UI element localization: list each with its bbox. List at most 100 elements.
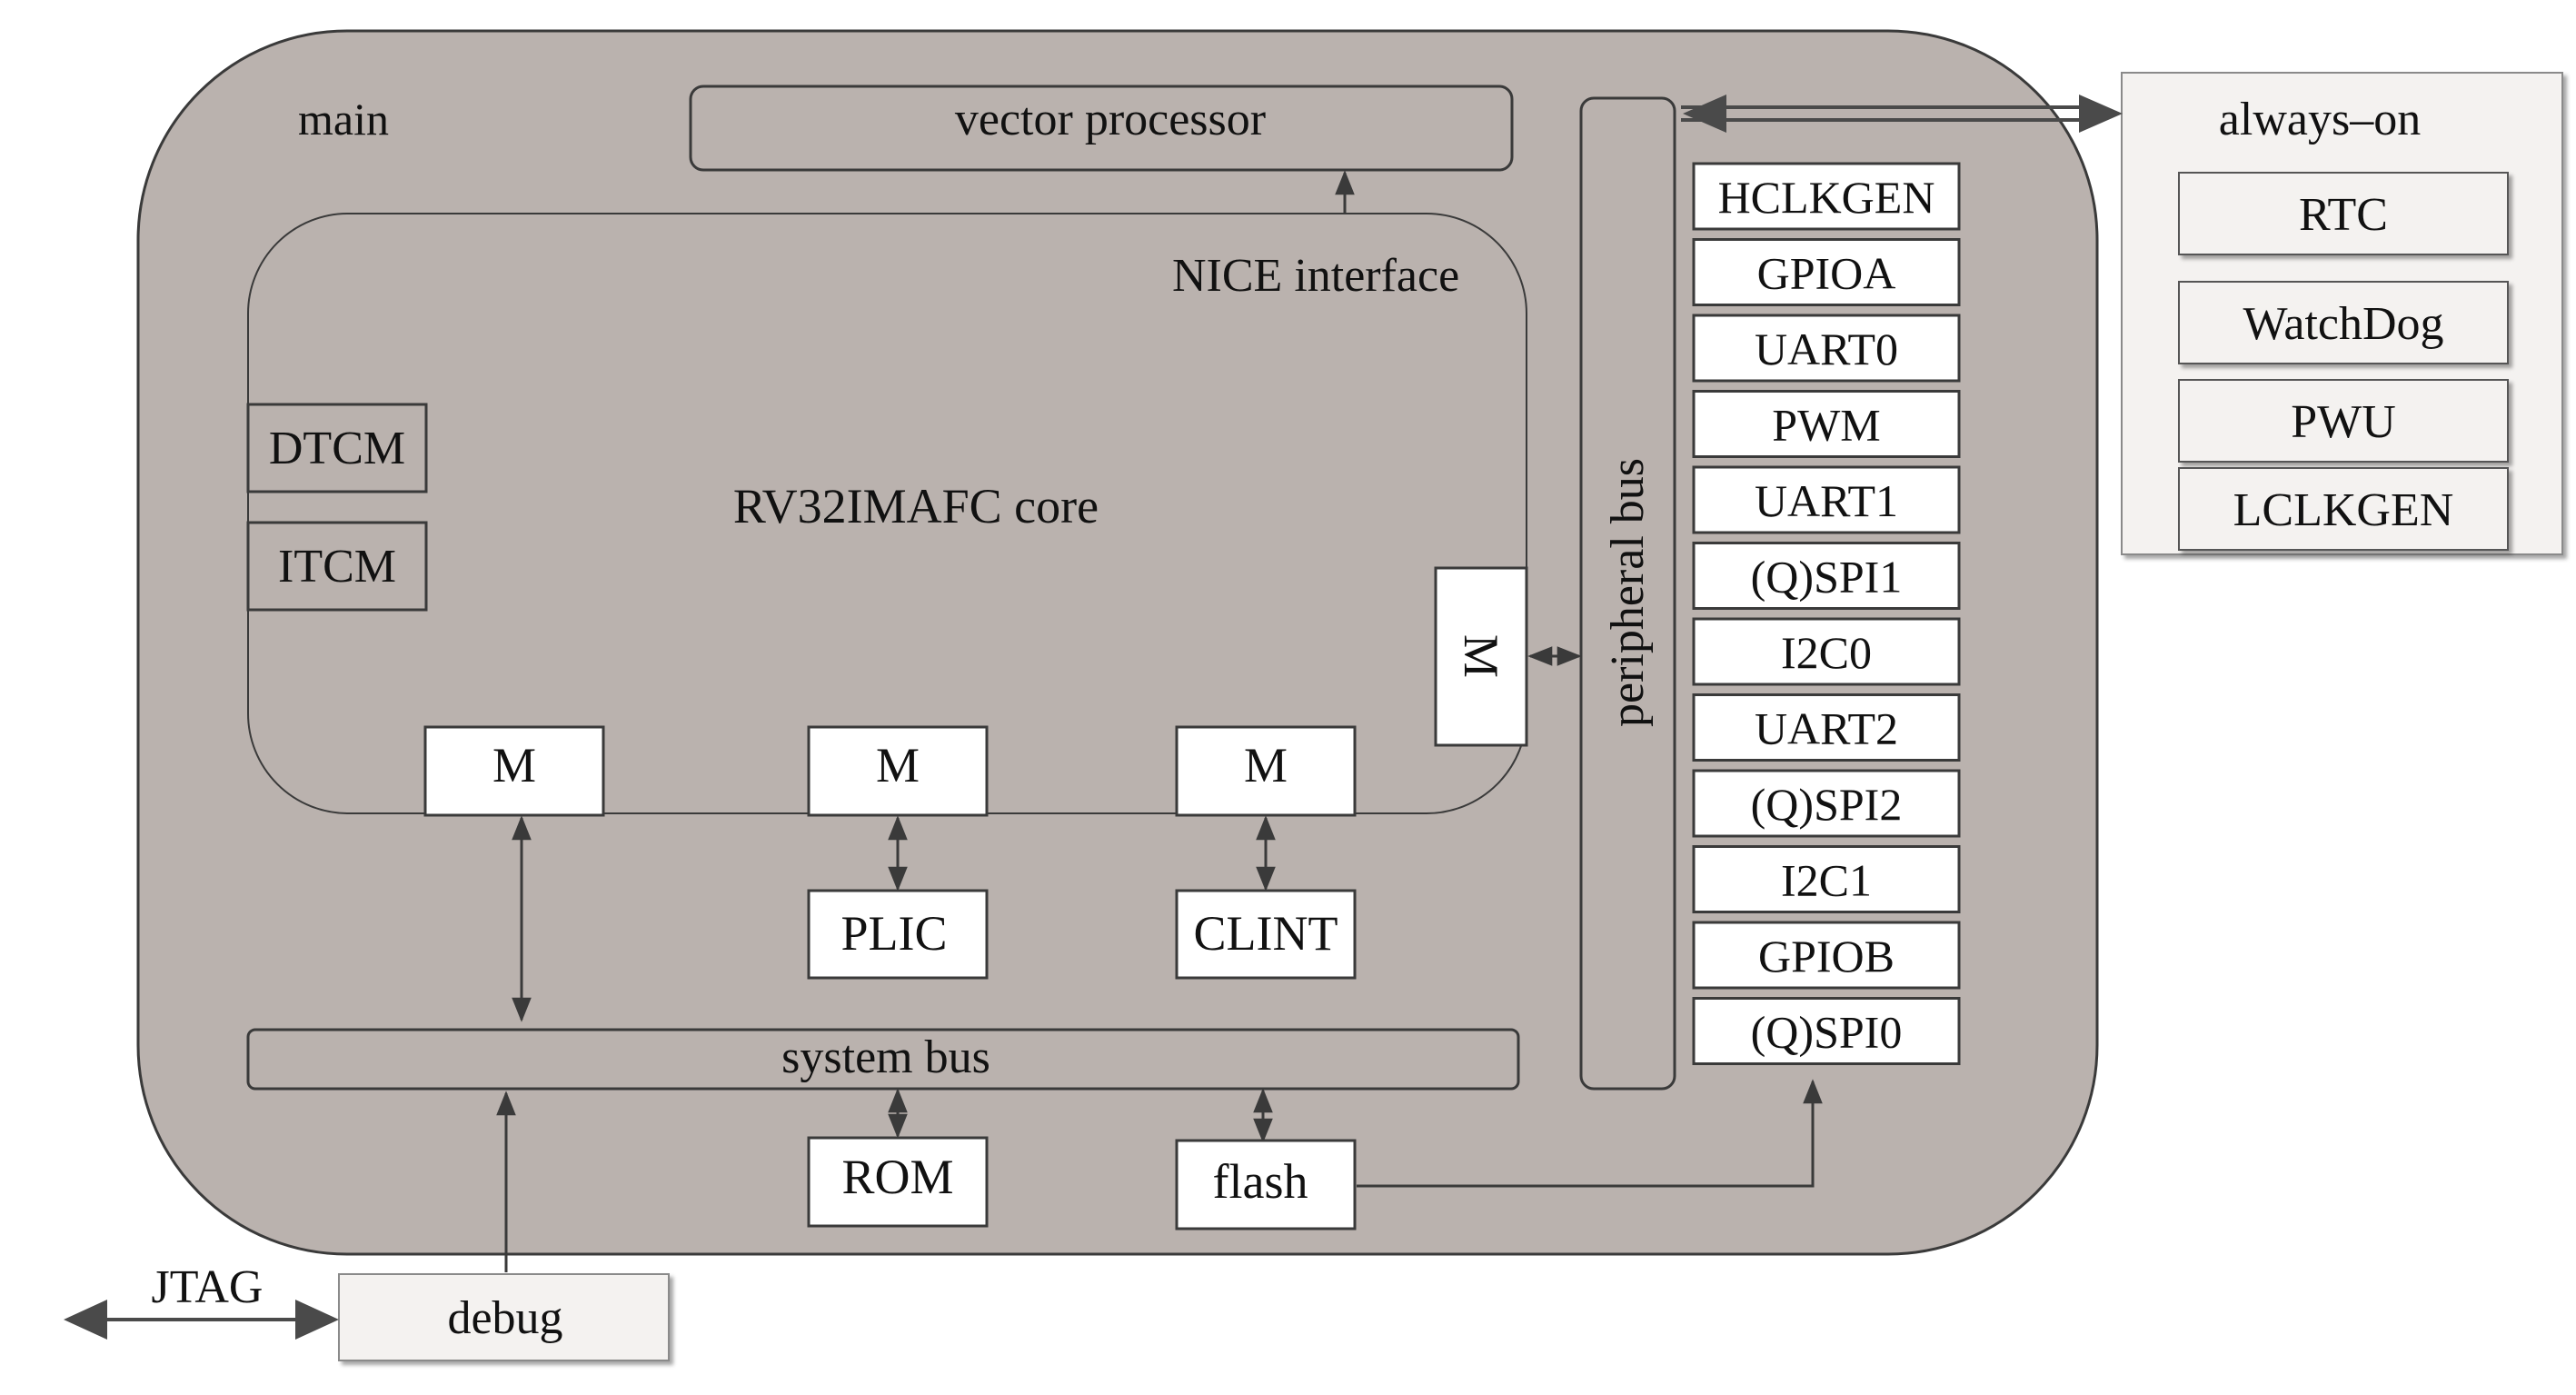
peripheral-pwm-label: PWM xyxy=(1772,400,1880,451)
peripheral-i2c0-box xyxy=(1692,617,1961,686)
master-port-clint xyxy=(1175,725,1357,817)
jtag-link: JTAG xyxy=(64,1261,339,1340)
system-bus: system bus xyxy=(246,1028,1520,1091)
peripheral-pwm: PWM xyxy=(1692,390,1961,458)
always-on-rtc-box xyxy=(2178,172,2509,255)
clint-label: CLINT xyxy=(1194,906,1338,961)
peripheral-q-spi0: (Q)SPI0 xyxy=(1692,997,1961,1065)
peripheral-uart0: UART0 xyxy=(1692,314,1961,383)
peripheral-uart1-box xyxy=(1692,465,1961,534)
peripheral-hclkgen-box xyxy=(1692,162,1961,231)
peripheral-uart1: UART1 xyxy=(1692,465,1961,534)
jtag-label: JTAG xyxy=(152,1261,264,1313)
dtcm-label: DTCM xyxy=(269,423,405,474)
peripheral-q-spi1-box xyxy=(1692,542,1961,610)
peripheral-bus-box xyxy=(1579,96,1676,1091)
peripheral-uart2: UART2 xyxy=(1692,693,1961,762)
peripheral-gpioa-label: GPIOA xyxy=(1757,248,1896,299)
master-port-plic xyxy=(807,725,989,817)
peripheral-hclkgen: HCLKGEN xyxy=(1692,162,1961,231)
peripheral-gpiob: GPIOB xyxy=(1692,921,1961,990)
master-port-system-bus-label: M xyxy=(492,738,536,792)
core-region: NICE interface RV32IMAFC core DTCM ITCM … xyxy=(246,213,1528,817)
peripheral-gpioa: GPIOA xyxy=(1692,238,1961,306)
itcm-box xyxy=(246,521,428,612)
clint-box xyxy=(1175,889,1357,980)
flash-label: flash xyxy=(1213,1154,1308,1209)
flash-to-qspi0-link xyxy=(1357,1079,1823,1188)
always-on-link-left-arrowhead xyxy=(1683,95,1726,133)
system-bus-label: system bus xyxy=(781,1031,990,1083)
plic: PLIC xyxy=(807,889,989,980)
peripheral-q-spi2-label: (Q)SPI2 xyxy=(1751,779,1903,830)
peripheral-q-spi0-label: (Q)SPI0 xyxy=(1751,1007,1903,1058)
flash: flash xyxy=(1175,1139,1357,1231)
always-on-watchdog-box xyxy=(2178,281,2509,364)
always-on-lclkgen: LCLKGEN xyxy=(2178,467,2509,551)
peripheral-pwm-box xyxy=(1692,390,1961,458)
rom-box xyxy=(807,1136,989,1228)
debug-label: debug xyxy=(447,1292,562,1344)
always-on-rtc: RTC xyxy=(2178,172,2509,255)
peripheral-uart2-label: UART2 xyxy=(1755,703,1898,754)
always-on-pwu-box xyxy=(2178,379,2509,463)
debug-box xyxy=(338,1273,670,1361)
rom-label: ROM xyxy=(841,1150,953,1204)
peripheral-i2c1: I2C1 xyxy=(1692,845,1961,913)
nice-interface-label: NICE interface xyxy=(1172,250,1459,302)
peripheral-bus: peripheral bus xyxy=(1579,96,1676,1091)
peripheral-i2c1-label: I2C1 xyxy=(1781,855,1872,906)
master-port-plic-label: M xyxy=(876,738,920,792)
main-label: main xyxy=(298,94,389,144)
dtcm-box xyxy=(246,403,428,493)
vector-processor: vector processor xyxy=(689,85,1514,172)
peripheral-q-spi0-box xyxy=(1692,997,1961,1065)
plic-label: PLIC xyxy=(840,906,947,961)
peripheral-uart1-label: UART1 xyxy=(1755,475,1898,526)
peripheral-q-spi2-box xyxy=(1692,769,1961,838)
always-on-pwu: PWU xyxy=(2178,379,2509,463)
vector-processor-box xyxy=(689,85,1514,172)
vector-processor-label: vector processor xyxy=(955,94,1266,145)
peripheral-q-spi1: (Q)SPI1 xyxy=(1692,542,1961,610)
core-label: RV32IMAFC core xyxy=(733,479,1099,533)
always-on-lclkgen-box xyxy=(2178,467,2509,551)
peripheral-gpiob-box xyxy=(1692,921,1961,990)
always-on-label: always–on xyxy=(2219,94,2421,145)
peripheral-i2c1-box xyxy=(1692,845,1961,913)
always-on-watchdog-label: WatchDog xyxy=(2243,298,2443,350)
master-port-clint-label: M xyxy=(1244,738,1288,792)
always-on-lclkgen-label: LCLKGEN xyxy=(2233,484,2454,536)
peripheral-hclkgen-label: HCLKGEN xyxy=(1718,172,1935,223)
system-bus-box xyxy=(246,1028,1520,1091)
jtag-right-arrowhead xyxy=(295,1300,339,1340)
flash-box xyxy=(1175,1139,1357,1231)
peripheral-i2c0-label: I2C0 xyxy=(1781,627,1872,678)
rom: ROM xyxy=(807,1136,989,1228)
always-on-watchdog: WatchDog xyxy=(2178,281,2509,364)
peripheral-q-spi1-label: (Q)SPI1 xyxy=(1751,552,1903,603)
peripheral-i2c0: I2C0 xyxy=(1692,617,1961,686)
peripheral-uart0-box xyxy=(1692,314,1961,383)
master-port-system-bus xyxy=(423,725,605,817)
peripheral-gpioa-box xyxy=(1692,238,1961,306)
peripheral-q-spi2: (Q)SPI2 xyxy=(1692,769,1961,838)
master-port-peripheral-label: M xyxy=(1454,634,1508,678)
peripheral-bus-label: peripheral bus xyxy=(1602,458,1654,727)
jtag-left-arrowhead xyxy=(64,1300,107,1340)
plic-box xyxy=(807,889,989,980)
debug: debug xyxy=(338,1273,670,1361)
always-on-rtc-label: RTC xyxy=(2299,189,2388,241)
peripheral-uart2-box xyxy=(1692,693,1961,762)
peripheral-uart0-label: UART0 xyxy=(1755,324,1898,374)
always-on-pwu-label: PWU xyxy=(2291,396,2396,448)
peripheral-gpiob-label: GPIOB xyxy=(1758,931,1895,981)
always-on-link-right-arrowhead xyxy=(2079,95,2123,133)
itcm-label: ITCM xyxy=(278,541,396,593)
clint: CLINT xyxy=(1175,889,1357,980)
